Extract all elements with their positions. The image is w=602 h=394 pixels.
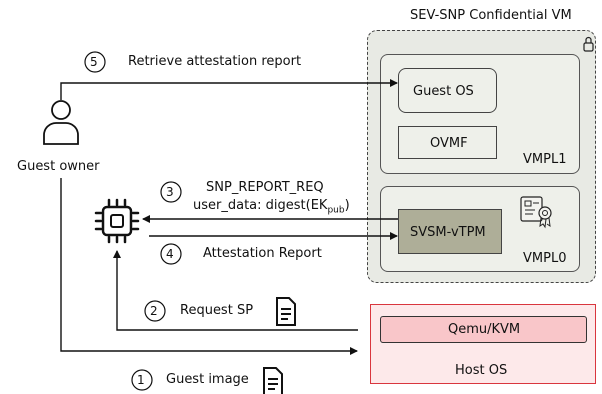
ovmf-box xyxy=(398,126,497,159)
qemu-kvm-label: Qemu/KVM xyxy=(448,322,521,337)
guest-os-box xyxy=(398,68,497,113)
ovmf-label: OVMF xyxy=(430,136,468,151)
host-os-label: Host OS xyxy=(455,363,508,378)
vmpl0-label: VMPL0 xyxy=(523,251,567,266)
step-2-number: 2 xyxy=(150,304,158,318)
step-1-text: Guest image xyxy=(166,372,249,387)
step-5-text: Retrieve attestation report xyxy=(128,54,302,69)
guest-os-label: Guest OS xyxy=(413,84,474,99)
arrow-retrieve-report xyxy=(60,79,398,100)
step-5-number: 5 xyxy=(90,55,98,69)
vm-title: SEV-SNP Confidential VM xyxy=(410,8,572,23)
step-4-text: Attestation Report xyxy=(203,246,322,261)
step-3-number: 3 xyxy=(166,185,174,199)
vmpl1-label: VMPL1 xyxy=(523,152,567,167)
step-3-line2: user_data: digest(EKpub) xyxy=(193,198,350,216)
step-3-line1: SNP_REPORT_REQ xyxy=(206,180,324,195)
guest-owner-label: Guest owner xyxy=(17,159,100,174)
step-4-number: 4 xyxy=(166,247,174,261)
step-2-text: Request SP xyxy=(180,303,254,318)
svsm-vtpm-box xyxy=(398,209,502,254)
qemu-kvm-box xyxy=(380,316,587,343)
step-1-number: 1 xyxy=(137,373,145,387)
svsm-vtpm-label: SVSM-vTPM xyxy=(410,225,486,240)
